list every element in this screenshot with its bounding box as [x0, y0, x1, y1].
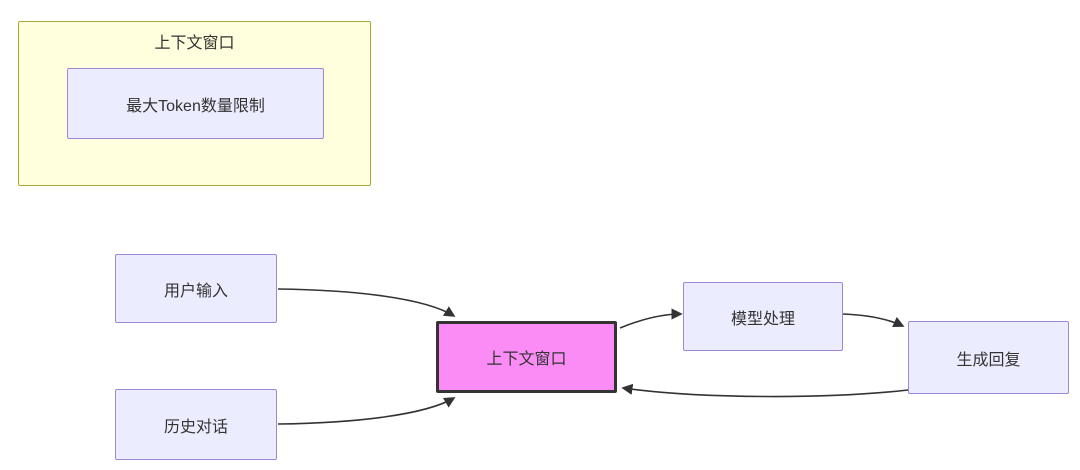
- node-label: 上下文窗口: [486, 351, 567, 368]
- node-label: 历史对话: [163, 418, 228, 436]
- edge-generate-reply-to-context-window: [621, 383, 909, 398]
- edge-history-dialogue-to-context-window: [277, 397, 456, 425]
- node-generate-reply: 生成回复: [908, 321, 1069, 394]
- node-label: 模型处理: [730, 310, 795, 328]
- edge-model-processing-to-generate-reply: [842, 313, 905, 328]
- node-label: 用户输入: [163, 282, 228, 300]
- node-model-processing: 模型处理: [683, 282, 843, 351]
- node-context-window: 上下文窗口: [436, 321, 617, 393]
- node-label: 生成回复: [956, 351, 1021, 369]
- node-max-token-limit: 最大Token数量限制: [67, 68, 324, 139]
- node-user-input: 用户输入: [115, 254, 277, 323]
- node-label: 最大Token数量限制: [126, 97, 265, 115]
- cluster-title: 上下文窗口: [154, 35, 235, 52]
- edge-user-input-to-context-window: [277, 288, 456, 317]
- edge-context-window-to-model-processing: [619, 308, 683, 329]
- node-history-dialogue: 历史对话: [115, 389, 277, 460]
